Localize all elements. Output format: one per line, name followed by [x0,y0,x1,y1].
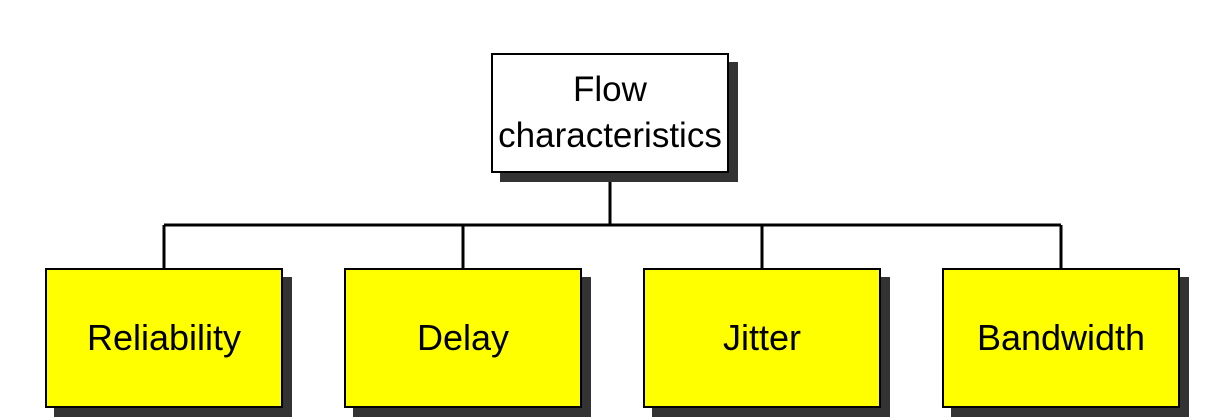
node-reliability: Reliability [45,268,283,408]
node-jitter: Jitter [643,268,881,408]
node-bandwidth-label: Bandwidth [976,317,1146,358]
root-label-line2: characteristics [498,116,722,155]
root-node-label: Flow characteristics [498,67,722,159]
root-node-flow-characteristics: Flow characteristics [491,53,729,173]
root-label-line1: Flow [573,70,647,109]
node-bandwidth: Bandwidth [942,268,1180,408]
node-reliability-label: Reliability [86,317,242,358]
node-jitter-label: Jitter [722,317,801,358]
node-delay-label: Delay [416,317,510,358]
node-delay: Delay [344,268,582,408]
